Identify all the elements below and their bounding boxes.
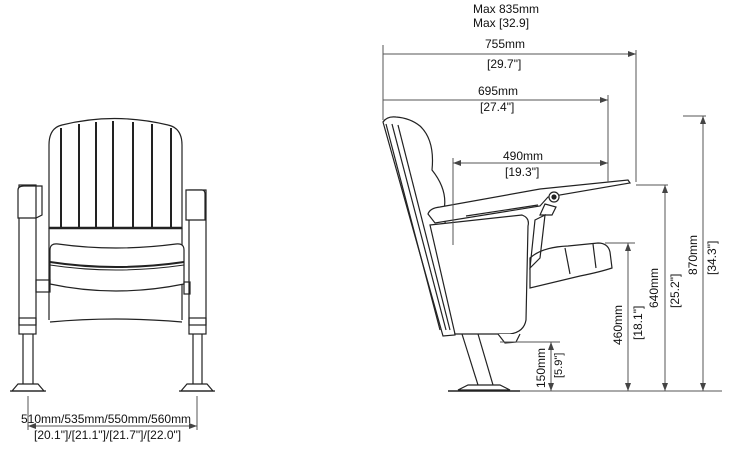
depth-armrest-mm: 695mm [478, 84, 519, 98]
side-dimension-lines [382, 45, 722, 392]
depth-open-inch: [29.7"] [487, 57, 522, 71]
depth-closed-inch: [19.3"] [505, 165, 540, 179]
max-depth-inch: Max [32.9] [473, 16, 530, 30]
armrest-height-mm: 640mm [647, 267, 661, 308]
depth-armrest-inch: [27.4"] [480, 100, 515, 114]
seat-widths-inch: [20.1"]/[21.1"]/[21.7"]/[22.0"] [34, 428, 182, 442]
ground-clearance-inch: [5.9"] [553, 352, 565, 378]
seat-width-dimension [27, 396, 198, 430]
seat-widths-mm: 510mm/535mm/550mm/560mm [21, 412, 192, 426]
seat-height-mm: 460mm [611, 304, 625, 345]
overall-height-inch: [34.3"] [705, 240, 719, 275]
armrest-height-inch: [25.2"] [668, 273, 682, 308]
depth-closed-mm: 490mm [503, 149, 544, 163]
front-view [10, 117, 215, 392]
ground-clearance-mm: 150mm [534, 347, 548, 388]
max-depth-mm: Max 835mm [473, 2, 540, 16]
overall-height-mm: 870mm [686, 234, 700, 275]
side-view [382, 116, 632, 392]
depth-open-mm: 755mm [485, 37, 526, 51]
seat-height-inch: [18.1"] [631, 305, 645, 340]
